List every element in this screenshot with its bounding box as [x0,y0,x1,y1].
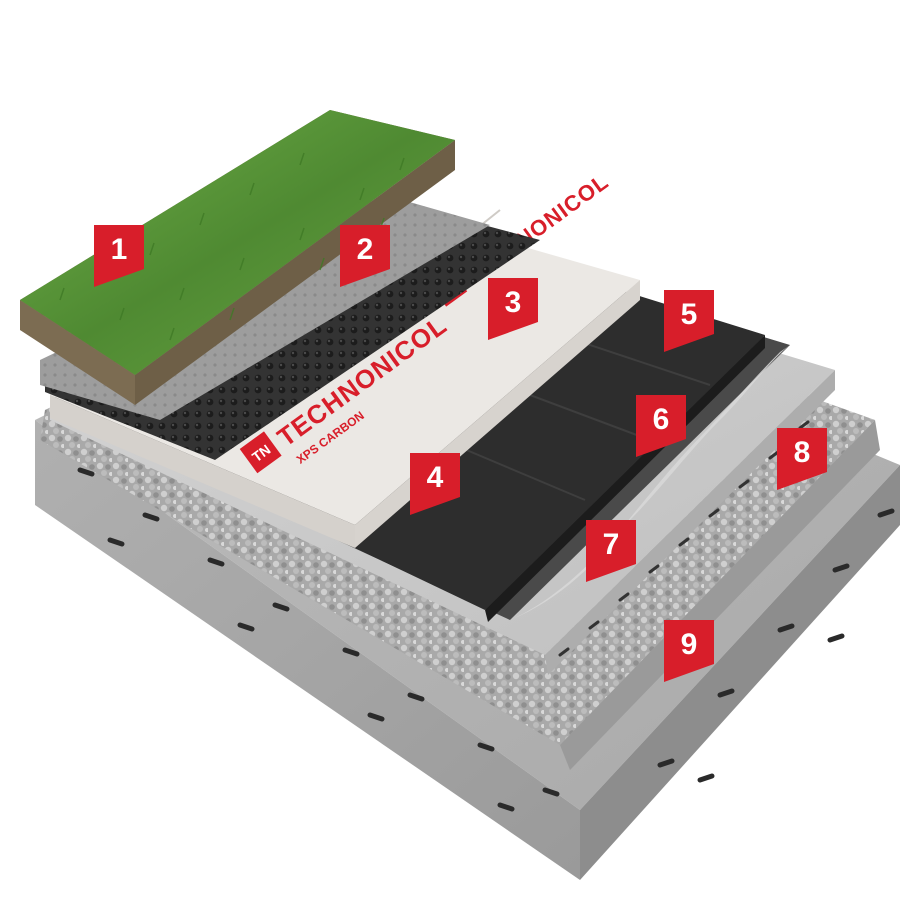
layer-number-4: 4 [426,461,444,494]
grass-layer [20,110,455,405]
layer-number-6: 6 [652,403,670,436]
layer-number-9: 9 [680,628,698,661]
layer-marker-1: 1 [94,225,144,287]
layer-marker-8: 8 [777,428,827,490]
layer-marker-6: 6 [636,395,686,457]
layer-marker-5: 5 [664,290,714,352]
layer-number-2: 2 [356,233,374,266]
layer-marker-2: 2 [340,225,390,287]
layer-number-8: 8 [793,436,811,469]
layer-number-7: 7 [602,528,620,561]
layer-number-1: 1 [110,233,128,266]
layer-number-3: 3 [504,286,522,319]
layer-marker-9: 9 [664,620,714,682]
layer-number-5: 5 [680,298,698,331]
layer-marker-7: 7 [586,520,636,582]
layer-marker-3: 3 [488,278,538,340]
layer-marker-4: 4 [410,453,460,515]
